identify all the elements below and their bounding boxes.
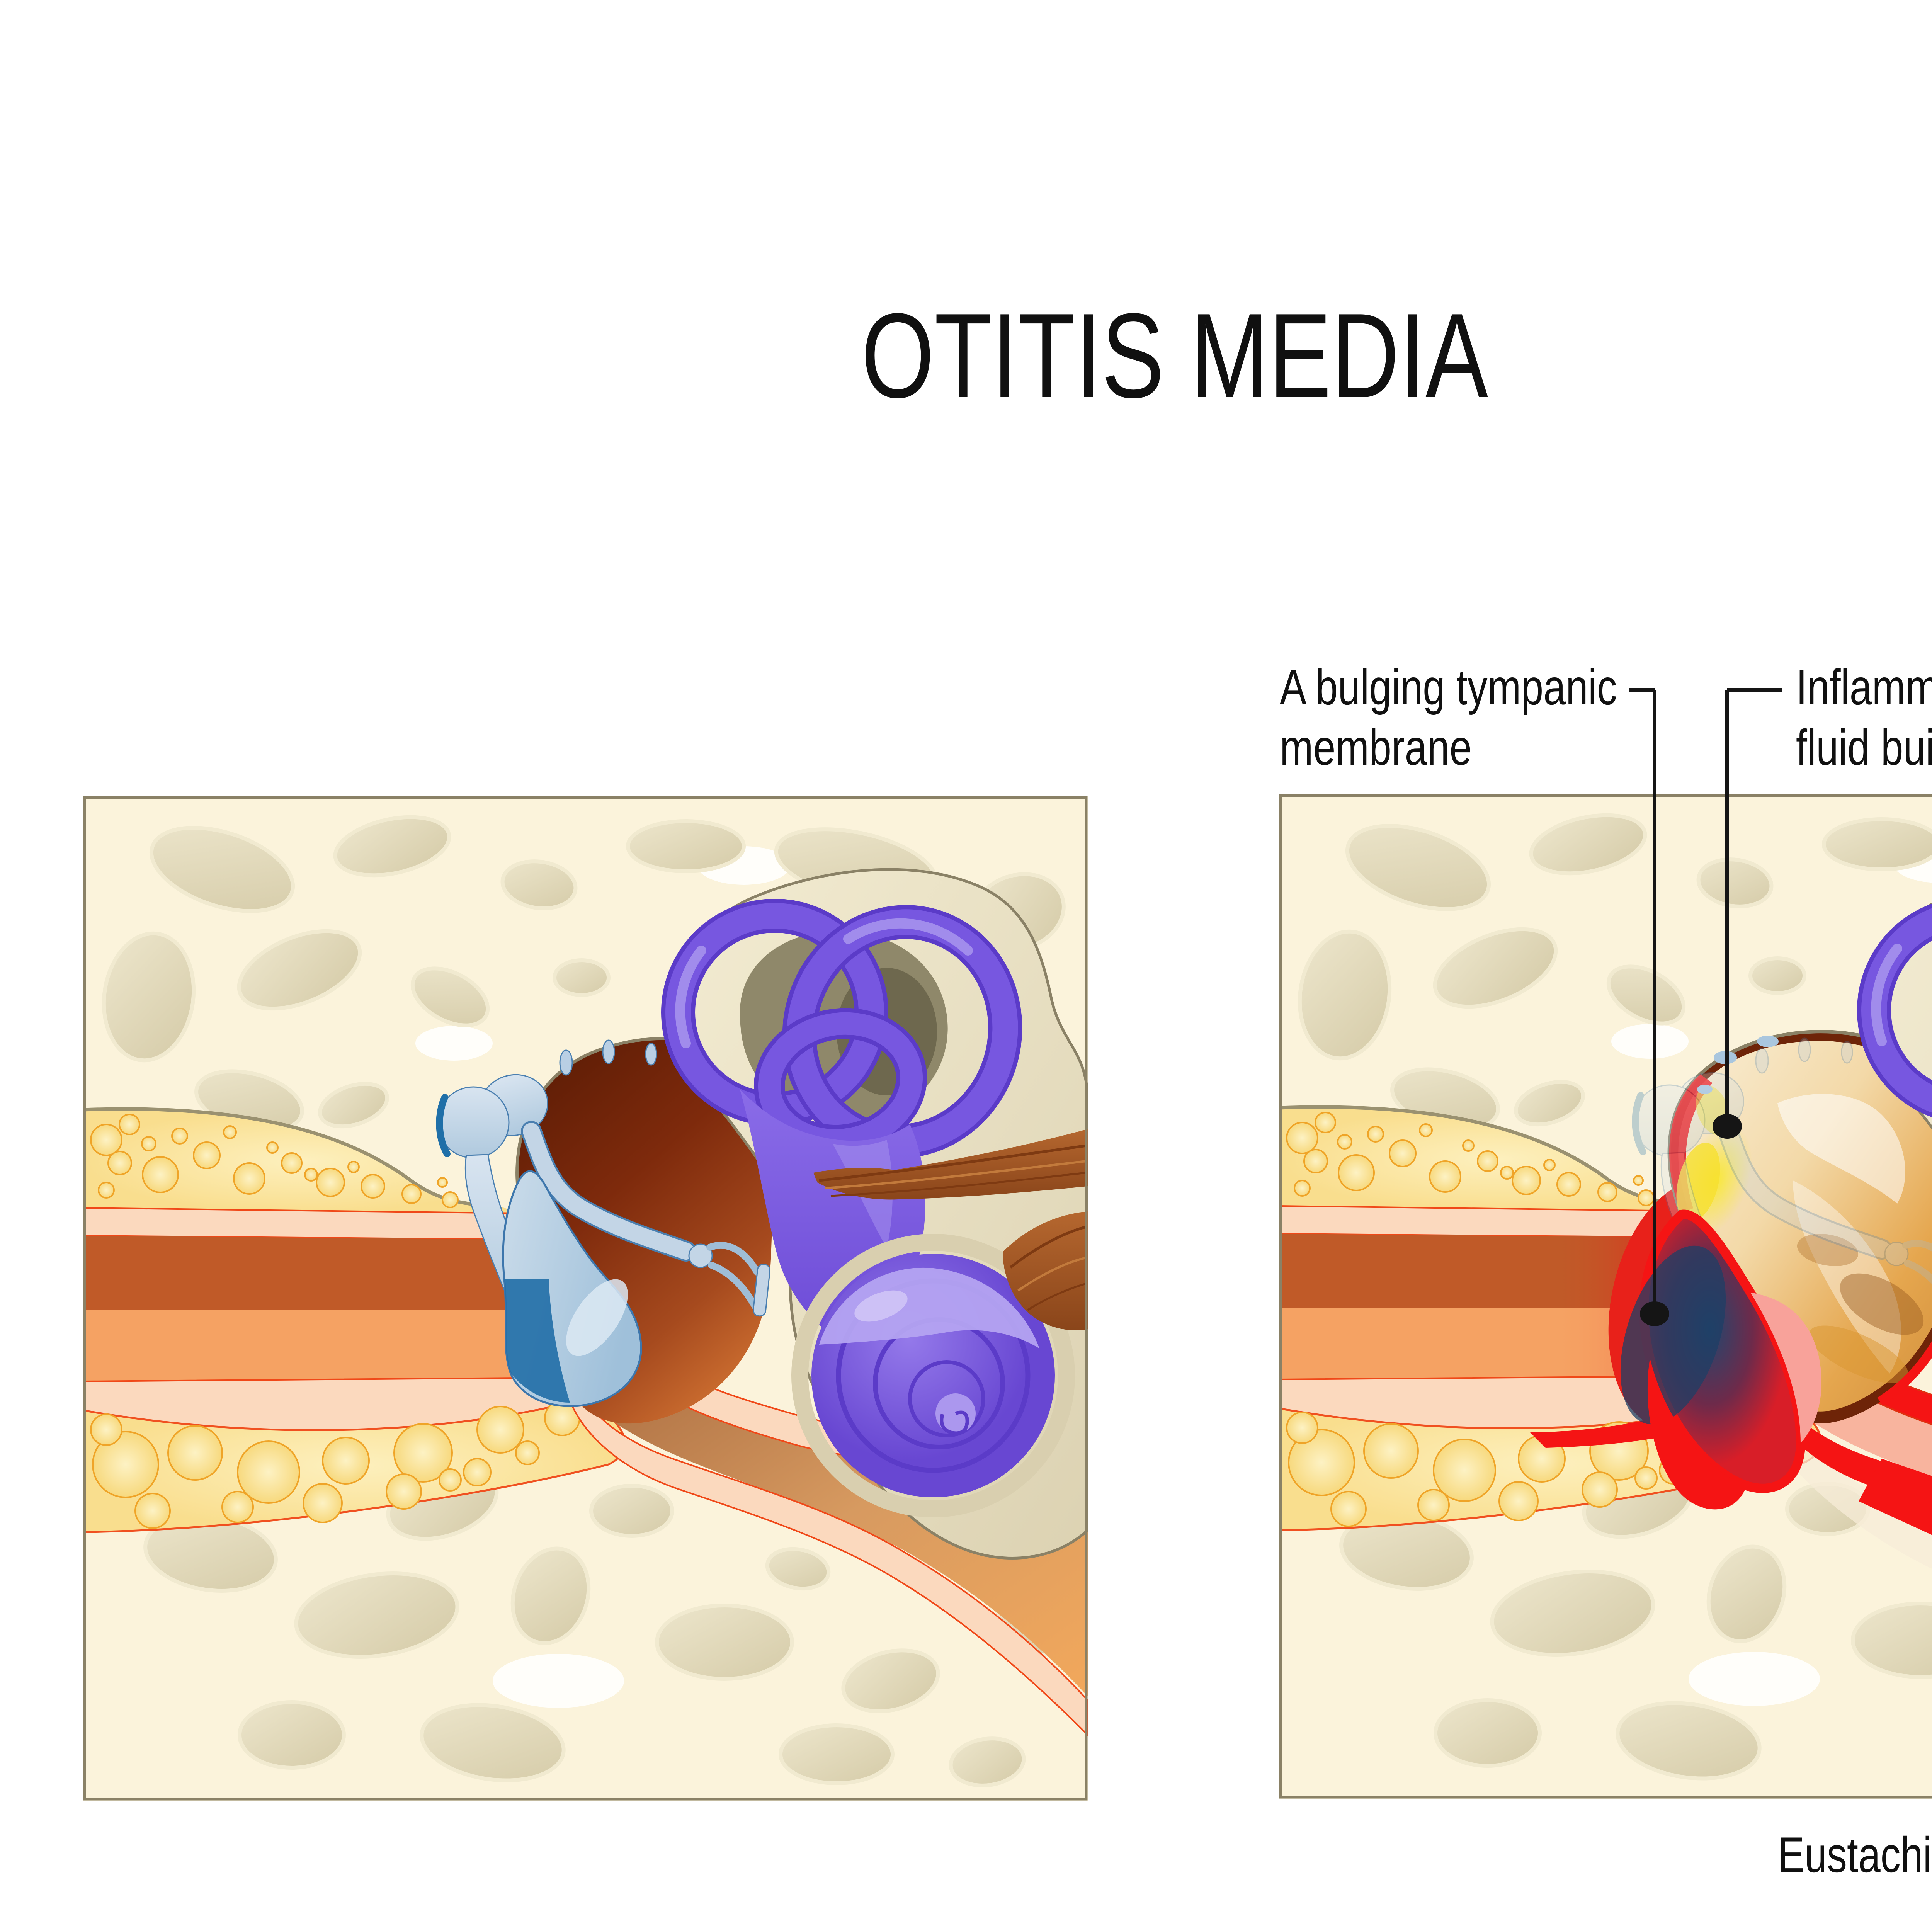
otitis-media-panel	[1279, 794, 1932, 1799]
page-title-text: OTITIS MEDIA	[861, 289, 1488, 423]
otitis-media-illustration	[1279, 794, 1932, 1799]
inflamed-canal-floor	[1530, 1376, 1781, 1448]
page-title: OTITIS MEDIA	[0, 293, 1932, 420]
healthy-ear-illustration	[83, 796, 1088, 1801]
tympanic-membrane	[502, 1170, 642, 1407]
annotation-eustachian-blockage-text: Eustachian tube blockage	[1777, 1827, 1932, 1883]
annotation-bulging-membrane: A bulging tympanic membrane	[1280, 657, 1701, 777]
bulging-tympanic-membrane	[1620, 1209, 1822, 1510]
annotation-inflammation-line1: Inflammation and	[1796, 659, 1932, 715]
annotation-bulging-membrane-line2: membrane	[1280, 719, 1472, 776]
annotation-bulging-membrane-line1: A bulging tympanic	[1280, 659, 1617, 715]
healthy-ear-panel	[83, 796, 1088, 1801]
annotation-inflammation: Inflammation and fluid build-up	[1796, 657, 1932, 777]
annotation-inflammation-line2: fluid build-up	[1796, 719, 1932, 776]
annotation-eustachian-blockage: Eustachian tube blockage	[1663, 1825, 1932, 1885]
